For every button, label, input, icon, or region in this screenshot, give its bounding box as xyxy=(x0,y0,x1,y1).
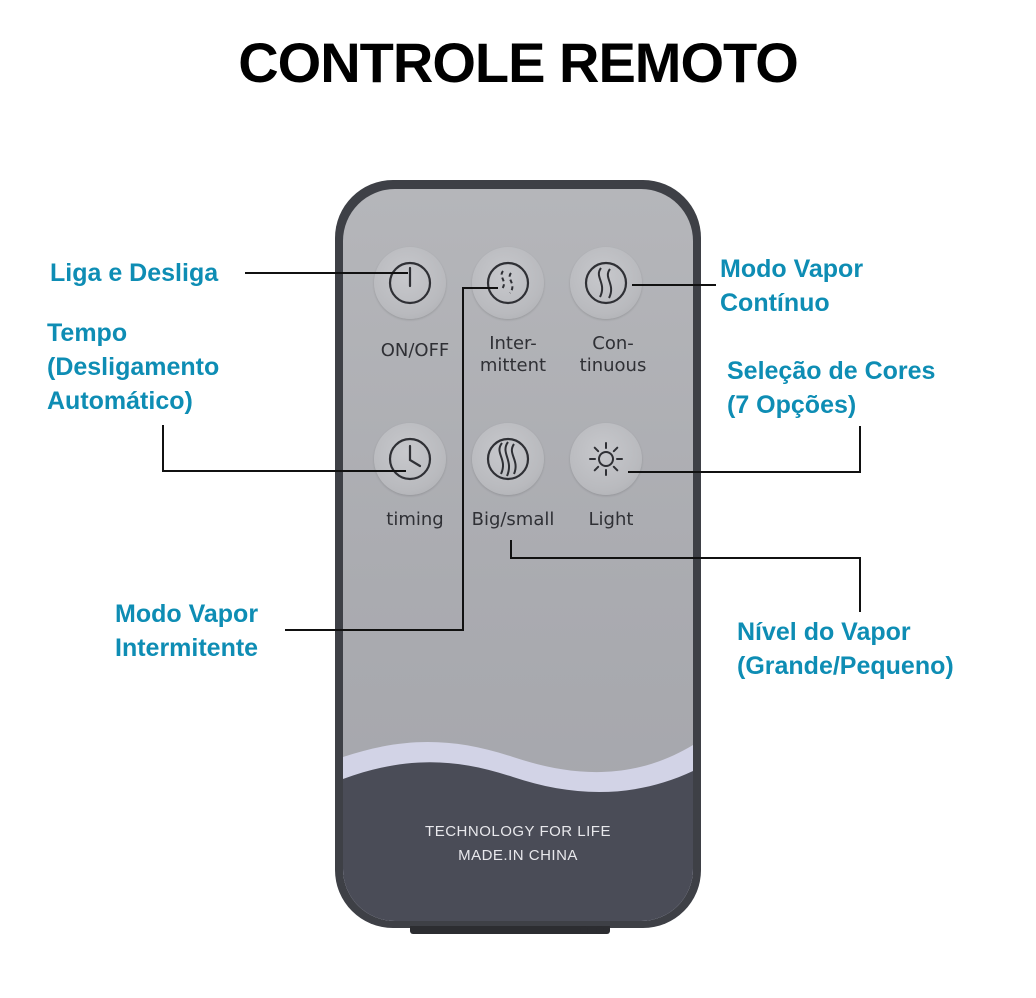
big-small-button[interactable] xyxy=(472,423,544,495)
callout-liga-desliga: Liga e Desliga xyxy=(50,259,219,287)
remote-bottom-port xyxy=(410,926,610,934)
callout-tempo: Tempo (Desligamento Automático) xyxy=(47,319,220,415)
callout-selecao-cores: Seleção de Cores (7 Opções) xyxy=(727,357,936,419)
vapor-continuous-icon xyxy=(584,261,628,305)
clock-icon xyxy=(388,437,432,481)
remote-origin: MADE.IN CHINA xyxy=(458,847,578,864)
page-title: CONTROLE REMOTO xyxy=(238,31,799,94)
light-button[interactable] xyxy=(570,423,642,495)
vapor-level-icon xyxy=(486,437,530,481)
remote-wave-decoration xyxy=(343,742,693,921)
remote-slogan: TECHNOLOGY FOR LIFE xyxy=(425,823,611,840)
light-label: Light xyxy=(588,509,634,530)
remote-port-dot xyxy=(596,926,604,934)
continuous-button[interactable] xyxy=(570,247,642,319)
intermittent-button[interactable] xyxy=(472,247,544,319)
on-off-button[interactable] xyxy=(374,247,446,319)
callout-nivel-vapor: Nível do Vapor (Grande/Pequeno) xyxy=(737,618,954,680)
callout-modo-intermitente: Modo Vapor Intermitente xyxy=(115,600,259,662)
callout-modo-continuo: Modo Vapor Contínuo xyxy=(720,255,864,317)
timing-button[interactable] xyxy=(374,423,446,495)
power-icon xyxy=(388,261,432,305)
continuous-label: Con- tinuous xyxy=(579,333,647,376)
remote-port-dot xyxy=(580,926,588,934)
sun-icon xyxy=(589,442,623,476)
vapor-intermittent-icon xyxy=(486,261,530,305)
